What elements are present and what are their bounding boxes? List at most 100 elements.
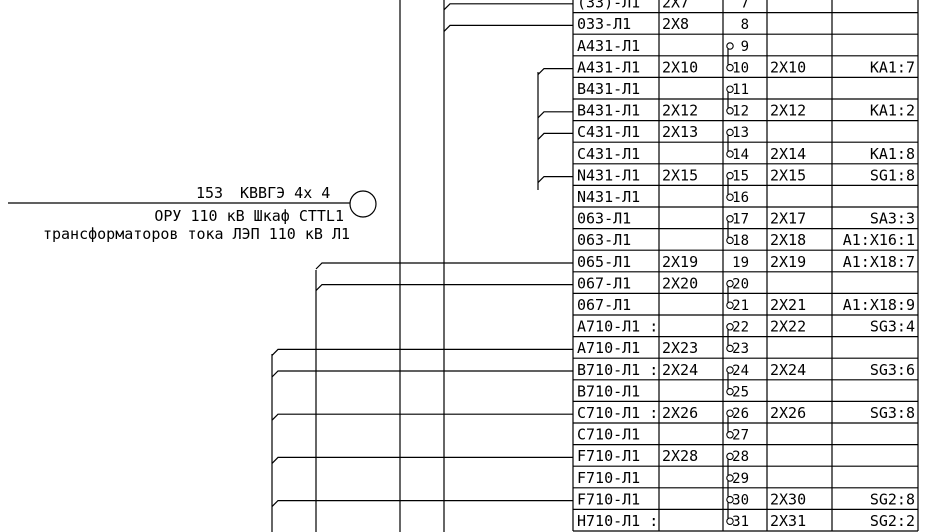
right-mark-label: 2Х24 bbox=[770, 361, 806, 379]
terminal-jumper-icon bbox=[726, 366, 734, 374]
wire-label: F710-Л1 bbox=[577, 469, 640, 487]
destination-label: КА1:7 bbox=[870, 58, 915, 76]
right-mark-label: 2Х12 bbox=[770, 102, 806, 120]
right-mark-label: 2Х10 bbox=[770, 58, 806, 76]
left-mark-label: 2Х12 bbox=[662, 102, 698, 120]
cable-location: ОРУ 110 кВ Шкаф СТТL1 bbox=[154, 207, 344, 225]
wire-label: N431-Л1 bbox=[577, 166, 640, 184]
terminal-jumper-icon bbox=[726, 452, 734, 461]
right-mark-label: 2Х15 bbox=[770, 166, 806, 184]
feed-line bbox=[271, 370, 573, 378]
terminal-jumper-icon bbox=[726, 431, 734, 439]
terminal-number: 11 bbox=[732, 82, 749, 98]
terminal-jumper-icon bbox=[726, 474, 734, 482]
terminal-jumper-icon bbox=[726, 344, 734, 353]
destination-label: КА1:8 bbox=[870, 145, 915, 163]
wire-label: В431-Л1 bbox=[577, 102, 640, 120]
wire-label: С431-Л1 bbox=[577, 145, 640, 163]
left-mark-label: 2Х26 bbox=[662, 404, 698, 422]
feed-line bbox=[271, 413, 573, 421]
wire-label: А431-Л1 bbox=[577, 37, 640, 55]
right-mark-label: 2Х22 bbox=[770, 318, 806, 336]
terminal-number: 20 bbox=[732, 276, 749, 292]
terminal-jumper-icon bbox=[726, 409, 734, 417]
destination-label: SA3:3 bbox=[870, 210, 915, 228]
wire-label: А431-Л1 bbox=[577, 58, 640, 76]
right-mark-label: 2Х17 bbox=[770, 210, 806, 228]
right-mark-label: 2Х30 bbox=[770, 490, 806, 508]
terminal-jumper-icon bbox=[726, 301, 734, 309]
wire-label: А710-Л1 bbox=[577, 339, 640, 357]
feed-line bbox=[537, 111, 573, 119]
terminal-number: 21 bbox=[732, 298, 749, 314]
left-mark-label: 2Х8 bbox=[662, 15, 689, 33]
table-row: F710-Л1 29 bbox=[577, 469, 749, 487]
terminal-number: 9 bbox=[741, 39, 749, 55]
wire-label: А710-Л1 : bbox=[577, 318, 658, 336]
terminal-number: 16 bbox=[732, 190, 749, 206]
feed-line bbox=[443, 3, 573, 11]
terminal-jumper-icon bbox=[726, 279, 734, 288]
wire-label: В710-Л1 : bbox=[577, 361, 658, 379]
destination-label: SG2:8 bbox=[870, 490, 915, 508]
wire-label: С431-Л1 bbox=[577, 123, 640, 141]
terminal-jumper-icon bbox=[726, 517, 734, 525]
terminal-number: 31 bbox=[732, 514, 749, 530]
cable-label: 153 КВВГЭ 4х 4 ОРУ 110 кВ Шкаф СТТL1 тра… bbox=[8, 184, 377, 243]
feed-line bbox=[537, 176, 573, 184]
terminal-number: 14 bbox=[732, 147, 749, 163]
table-row: А431-Л1 9 bbox=[577, 37, 749, 55]
wire-label: F710-Л1 bbox=[577, 447, 640, 465]
terminal-number: 27 bbox=[732, 428, 749, 444]
terminal-number: 26 bbox=[732, 406, 749, 422]
left-mark-label: 2Х7 bbox=[662, 0, 689, 12]
terminal-number: 29 bbox=[732, 471, 749, 487]
terminal-number: 7 bbox=[741, 0, 749, 12]
cable-number: 153 bbox=[196, 184, 223, 202]
feed-line bbox=[537, 68, 573, 76]
destination-label: SG2:2 bbox=[870, 512, 915, 530]
destination-label: А1:Х16:1 bbox=[843, 231, 915, 249]
wire-label: С710-Л1 : bbox=[577, 404, 658, 422]
terminal-number: 8 bbox=[741, 17, 749, 33]
terminal-number: 28 bbox=[732, 449, 749, 465]
left-mark-label: 2Х10 bbox=[662, 58, 698, 76]
left-mark-label: 2Х19 bbox=[662, 253, 698, 271]
cable-type: КВВГЭ 4х 4 bbox=[240, 184, 330, 202]
feed-line bbox=[443, 24, 573, 32]
destination-label: SG3:6 bbox=[870, 361, 915, 379]
left-mark-label: 2Х23 bbox=[662, 339, 698, 357]
wire-label: Н710-Л1 : bbox=[577, 512, 658, 530]
destination-label: SG1:8 bbox=[870, 166, 915, 184]
terminal-number: 12 bbox=[732, 104, 749, 120]
left-mark-label: 2Х20 bbox=[662, 274, 698, 292]
feed-line bbox=[315, 284, 573, 292]
destination-label: А1:Х18:9 bbox=[843, 296, 915, 314]
feed-line bbox=[271, 348, 573, 356]
left-mark-label: 2Х24 bbox=[662, 361, 698, 379]
terminal-jumper-icon bbox=[726, 128, 734, 137]
terminal-number: 23 bbox=[732, 341, 749, 357]
right-mark-label: 2Х14 bbox=[770, 145, 806, 163]
terminal-jumper-icon bbox=[726, 85, 734, 93]
feed-line bbox=[271, 456, 573, 464]
left-mark-label: 2Х28 bbox=[662, 447, 698, 465]
right-mark-label: 2Х26 bbox=[770, 404, 806, 422]
wire-label: 067-Л1 bbox=[577, 296, 631, 314]
